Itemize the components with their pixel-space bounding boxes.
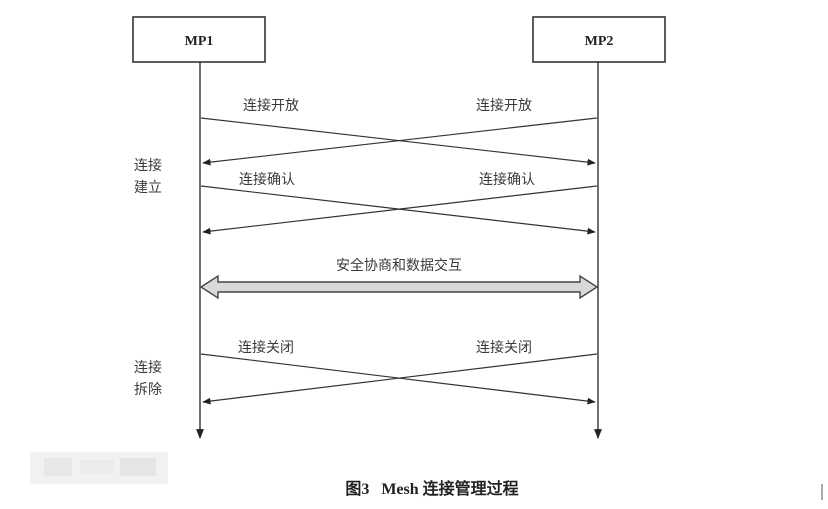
close-arrow-mp2-to-mp1 [202, 353, 598, 405]
mp2-box: MP2 [532, 16, 666, 63]
mp2-label: MP2 [585, 34, 614, 49]
open-label-left: 连接开放 [243, 97, 299, 114]
close-label-right: 连接关闭 [476, 339, 532, 356]
exchange-label: 安全协商和数据交互 [336, 257, 462, 274]
close-label-left: 连接关闭 [238, 339, 294, 356]
confirm-label-right: 连接确认 [479, 171, 535, 188]
establish-phase-line2: 建立 [134, 180, 162, 196]
open-label-right: 连接开放 [476, 97, 532, 114]
confirm-label-left: 连接确认 [239, 171, 295, 188]
blurred-watermark [30, 452, 168, 484]
confirm-arrow-mp2-to-mp1 [202, 185, 598, 235]
mp1-label: MP1 [185, 34, 214, 49]
mp1-box: MP1 [132, 16, 266, 63]
open-arrow-mp2-to-mp1 [202, 117, 598, 166]
establish-phase-line1: 连接 [134, 157, 162, 174]
exchange-double-arrow [199, 274, 599, 300]
figure-caption: 图3 Mesh 连接管理过程 [345, 479, 518, 498]
teardown-phase-line2: 拆除 [134, 382, 162, 398]
teardown-phase-line1: 连接 [134, 359, 162, 376]
